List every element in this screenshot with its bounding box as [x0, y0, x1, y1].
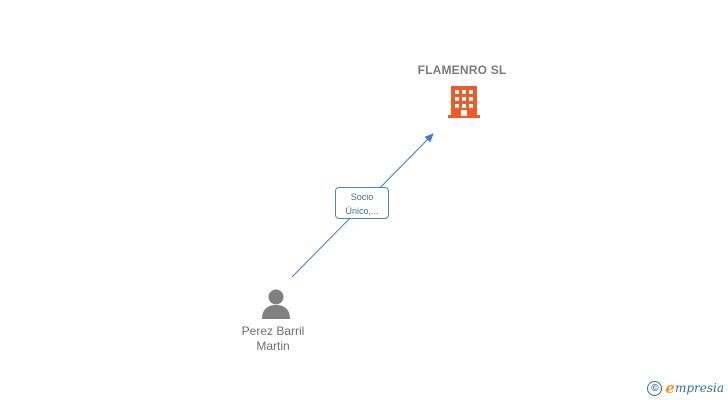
- brand-name: mpresia: [674, 381, 724, 395]
- relation-label-line2: Único,...: [345, 206, 379, 216]
- brand-initial: e: [665, 379, 675, 397]
- relation-label-line1: Socio: [350, 192, 374, 202]
- building-icon[interactable]: [447, 84, 481, 120]
- relation-label[interactable]: Socio Único,...: [335, 187, 389, 219]
- person-name-line2: Martin: [256, 339, 290, 353]
- copyright-icon: ©: [647, 380, 663, 396]
- person-name[interactable]: Perez Barril Martin: [206, 324, 340, 354]
- person-name-line1: Perez Barril: [241, 324, 305, 338]
- company-name[interactable]: FLAMENRO SL: [417, 63, 507, 77]
- person-icon[interactable]: [259, 288, 293, 320]
